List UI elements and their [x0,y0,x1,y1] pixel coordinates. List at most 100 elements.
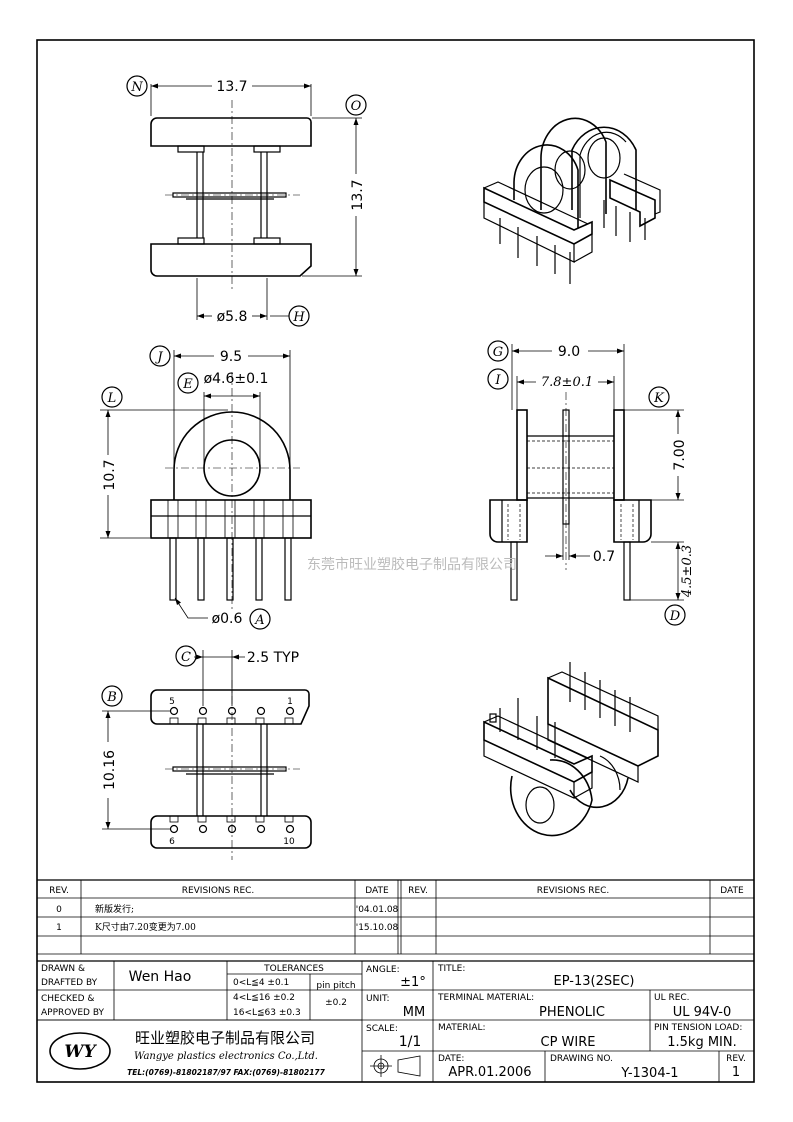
drawing-no-label: DRAWING NO. [550,1054,613,1064]
checked-label-1: CHECKED & [41,994,94,1004]
bottom-pins [169,706,295,834]
pin-pitch-label: pin pitch [316,981,355,991]
drawing-no-value: Y-1304-1 [620,1066,678,1081]
drawn-label-2: DRAFTED BY [41,978,98,988]
rev-row-0-rev: 0 [56,905,62,915]
dim-front-width: 9.5 [220,349,242,365]
callout-N: N [126,75,148,97]
rev-header-rev: REV. [49,886,69,896]
callouts: N O H J E L A G I K D C B [101,75,686,707]
dim-side-inner: 7.8±0.1 [541,375,593,390]
svg-text:H: H [292,310,305,325]
dim-front-height: 10.7 [102,459,118,490]
tol-row-3: 16<L≦63 ±0.3 [233,1008,301,1018]
rev-row-1-rev: 1 [56,923,62,933]
pin-number-10: 10 [283,837,295,847]
material-value: CP WIRE [541,1035,596,1050]
dim-front-hole: ø4.6±0.1 [204,371,269,387]
scale-label: SCALE: [366,1024,398,1034]
company-logo: WY [49,1032,111,1070]
callout-I: I [487,368,509,390]
rev-row-1-date: '15.10.08 [356,923,399,933]
front-view: 9.5 ø4.6±0.1 10.7 ø0.6 [100,349,312,627]
dim-pin-dia: ø0.6 [212,611,243,627]
iso-view-top [483,117,661,284]
side-view: 9.0 7.8±0.1 7.00 0.7 4.5±0.3 [489,344,695,601]
rev-row-0-date: '04.01.08 [356,905,399,915]
pin-number-1: 1 [287,697,293,707]
dim-pin-row-spacing: 10.16 [102,750,118,790]
svg-text:E: E [182,377,193,392]
dim-side-height: 7.00 [672,439,688,470]
svg-text:L: L [107,391,117,406]
svg-text:J: J [154,350,163,365]
revisions-table: REV. REVISIONS REC. DATE REV. REVISIONS … [37,879,754,955]
tol-row-1: 0<L≦4 ±0.1 [233,978,289,988]
unit-label: UNIT: [366,994,390,1004]
callout-K: K [648,386,670,408]
terminal-label: TERMINAL MATERIAL: [437,993,534,1003]
rev-row-0-rec: 新版发行; [95,903,134,915]
date-label: DATE: [438,1054,464,1064]
bottom-view: 5 1 6 10 2.5 TYP 10.16 [102,650,312,860]
pin-pitch-tol: ±0.2 [325,998,347,1008]
pin-number-6: 6 [169,837,175,847]
angle-label: ANGLE: [366,965,400,975]
rev-header-date: DATE [365,886,389,896]
checked-label-2: APPROVED BY [41,1008,105,1018]
drawn-by: Wen Hao [129,969,192,985]
ul-label: UL REC. [654,993,690,1003]
rev-header-rec: REVISIONS REC. [182,886,255,896]
callout-L: L [101,386,123,408]
callout-J: J [149,345,171,367]
rev-row-1-rec: K尺寸由7.20变更为7.00 [95,921,196,933]
projection-symbol-icon [370,1055,421,1077]
front-pins [169,537,292,601]
svg-text:G: G [493,345,503,360]
dim-side-slot: 0.7 [593,549,615,565]
callout-G: G [487,340,509,362]
svg-text:O: O [351,99,362,114]
tol-row-2: 4<L≦16 ±0.2 [233,993,295,1003]
rev-header-rev-2: REV. [408,886,428,896]
svg-text:A: A [254,613,264,628]
dim-pin-pitch: 2.5 TYP [247,650,299,666]
sheet-border [36,39,755,1083]
tolerances-label: TOLERANCES [263,964,324,974]
callout-H: H [288,305,310,327]
company-contact: TEL:(0769)-81802187/97 FAX:(0769)-818021… [127,1068,326,1077]
company-name-cn: 旺业塑胶电子制品有限公司 [135,1029,315,1047]
callout-E: E [177,372,199,394]
title-block: DRAWN & DRAFTED BY Wen Hao CHECKED & APP… [37,960,754,1082]
scale-value: 1/1 [399,1034,422,1050]
title-label: TITLE: [437,964,465,974]
angle-value: ±1° [400,975,426,990]
ul-value: UL 94V-0 [673,1005,732,1020]
tension-value: 1.5kg MIN. [667,1035,737,1050]
svg-text:D: D [669,609,681,624]
watermark-text: 东莞市旺业塑胶电子制品有限公司 [307,556,517,573]
callout-C: C [175,645,197,667]
svg-text:N: N [130,80,143,95]
material-label: MATERIAL: [438,1023,486,1033]
pin-number-5: 5 [169,697,175,707]
svg-text:K: K [653,391,665,406]
dim-top-height: 13.7 [350,179,366,210]
svg-text:B: B [106,690,117,705]
svg-text:C: C [181,650,191,665]
dim-side-width: 9.0 [558,344,580,360]
bottom-slots [169,717,294,823]
date-value: APR.01.2006 [448,1065,531,1080]
unit-value: MM [403,1005,425,1020]
callout-O: O [345,94,367,116]
iso-view-bottom [483,662,659,837]
rev-header-date-2: DATE [720,886,744,896]
top-view: 13.7 13.7 ø5.8 [150,79,366,325]
callout-B: B [101,685,123,707]
front-pin-slots [167,499,294,539]
callout-A: A [249,608,271,630]
company-name-en: Wangye plastics electronics Co.,Ltd. [134,1051,318,1062]
rev-header-rec-2: REVISIONS REC. [537,886,610,896]
dim-pin-length: 4.5±0.3 [680,545,695,598]
